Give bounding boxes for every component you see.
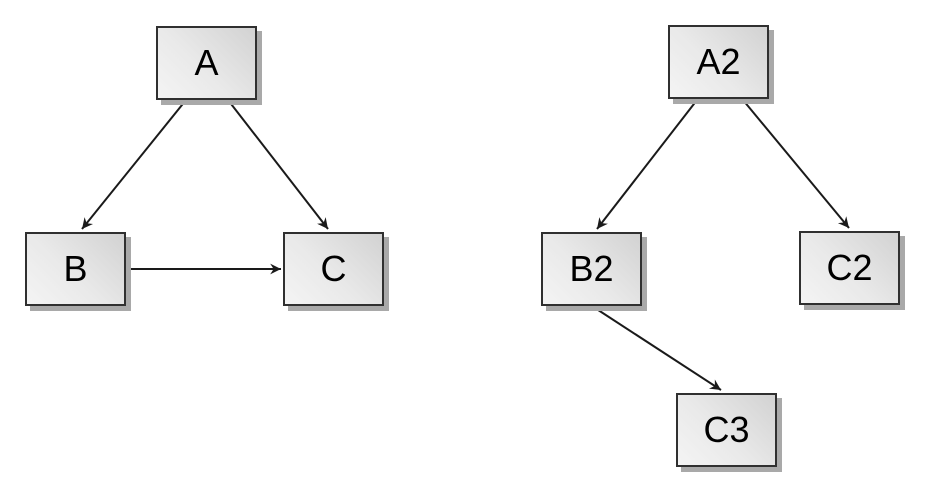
edge-B2-C3-placeholder-a2c2 bbox=[742, 99, 850, 229]
edge-B2-C3 bbox=[591, 305, 722, 391]
node-C3-label: C3 bbox=[703, 409, 750, 450]
node-C2[interactable]: C2 bbox=[799, 231, 900, 305]
edge-A-C bbox=[227, 99, 329, 230]
edge-A-B bbox=[81, 99, 187, 230]
node-C[interactable]: C bbox=[283, 232, 384, 306]
node-B-label: B bbox=[63, 248, 88, 289]
edge-A2-B2 bbox=[596, 99, 698, 230]
node-A[interactable]: A bbox=[156, 26, 257, 100]
node-C2-label: C2 bbox=[826, 247, 873, 288]
node-A2[interactable]: A2 bbox=[668, 25, 769, 99]
node-A2-label: A2 bbox=[696, 41, 741, 82]
node-C-label: C bbox=[320, 248, 347, 289]
node-C3[interactable]: C3 bbox=[676, 393, 777, 467]
node-A-label: A bbox=[194, 42, 219, 83]
node-B[interactable]: B bbox=[25, 232, 126, 306]
node-B2[interactable]: B2 bbox=[541, 232, 642, 306]
node-B2-label: B2 bbox=[569, 248, 614, 289]
